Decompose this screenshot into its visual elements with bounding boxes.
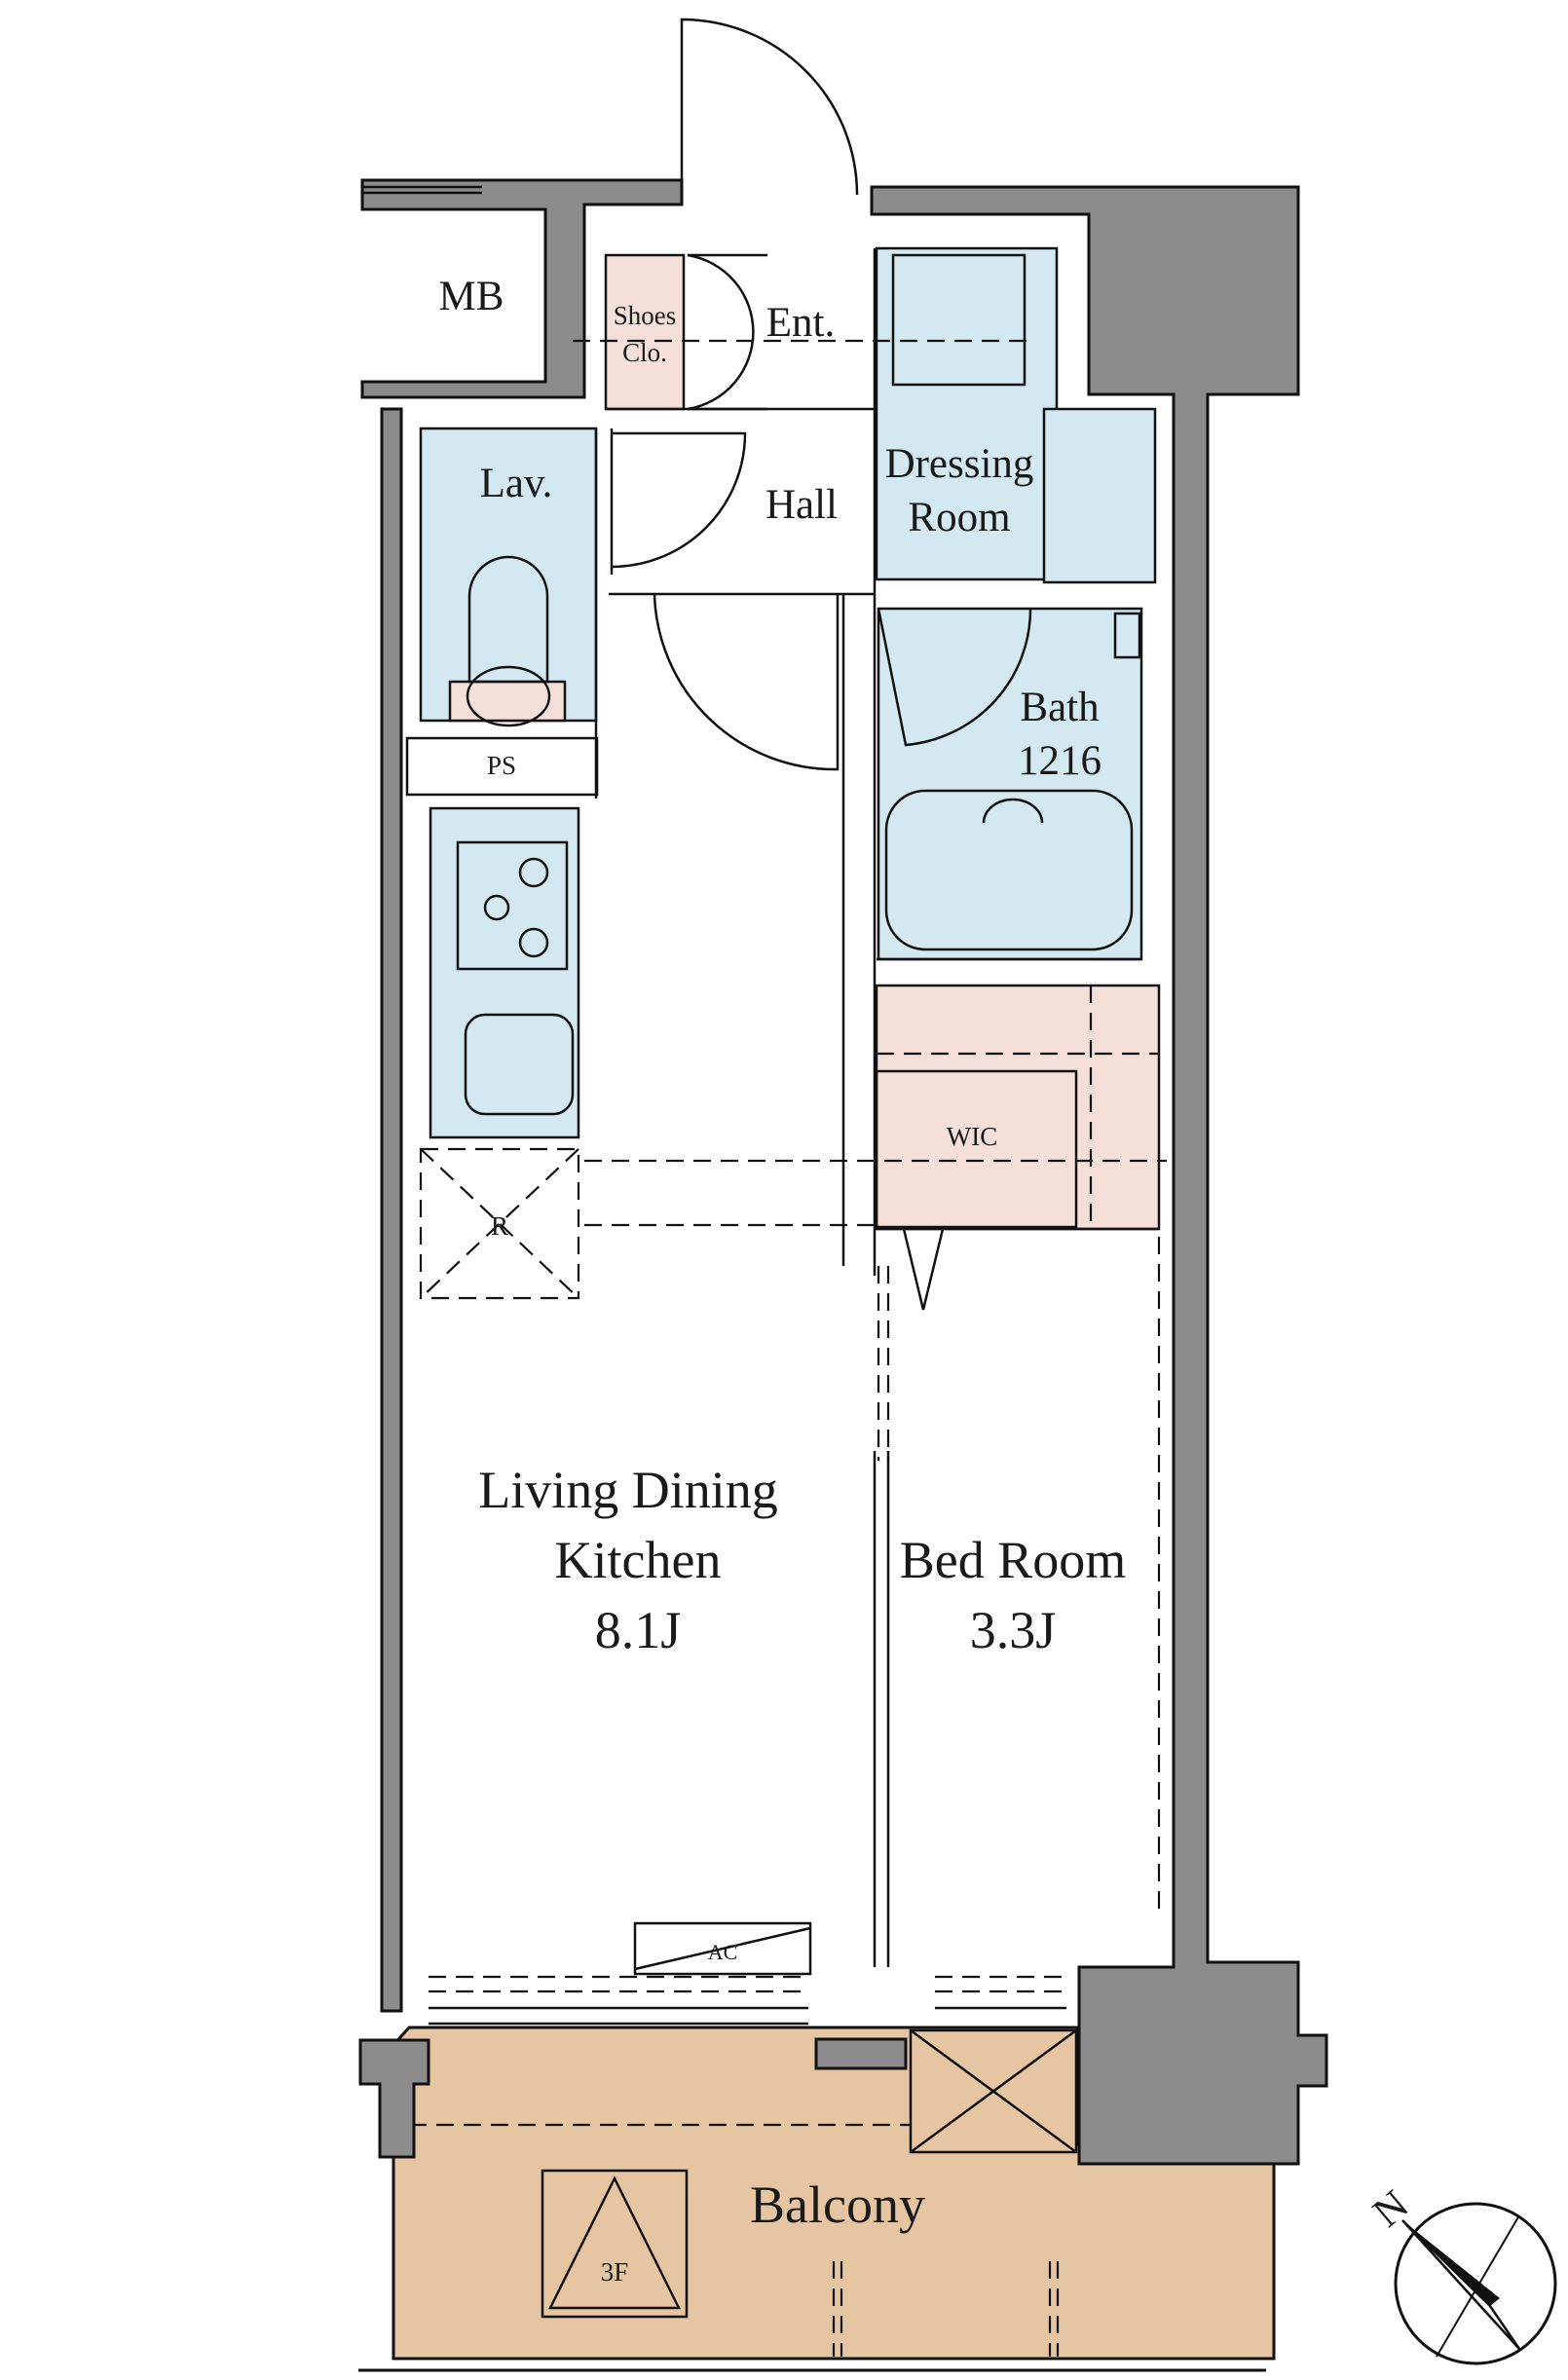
shoes-closet-label: Shoes <box>614 301 677 330</box>
bathtub-icon <box>884 612 1141 951</box>
kitchen-counter <box>429 806 580 1139</box>
ldk-label: Living Dining <box>478 1461 778 1519</box>
dressing-wardrobe <box>1042 407 1157 584</box>
lavatory-label: Lav. <box>480 461 553 506</box>
outdoor-unit-frame <box>909 2028 1078 2154</box>
wic-shelf <box>875 1069 1078 1229</box>
door-swing-icon <box>902 1228 945 1311</box>
refrigerator-space <box>419 1147 580 1300</box>
balcony-beam <box>814 2037 908 2070</box>
stove-burner-icon <box>456 840 569 971</box>
air-conditioner-label: AC <box>708 1940 738 1964</box>
pipe-space-box <box>405 736 599 797</box>
bed-room-label: Bed Room <box>900 1531 1127 1589</box>
right-column-wall <box>870 185 1328 2166</box>
dressing-room-fill <box>875 246 1059 581</box>
air-conditioner <box>633 1921 812 1976</box>
bath-label: Bath <box>1020 685 1099 730</box>
entrance-label: Ent. <box>766 300 835 346</box>
shoes-closet-label-2: Clo. <box>622 338 667 367</box>
dressing-shelf <box>891 253 1027 387</box>
shoes-closet <box>604 253 686 411</box>
pipe-space-label: PS <box>487 751 516 780</box>
wic-fill <box>875 984 1161 1231</box>
floor-marker-label: 3F <box>601 2257 629 2287</box>
dressing-room-label-2: Room <box>908 495 1010 540</box>
top-wall <box>360 178 684 399</box>
bed-room-size-label: 3.3J <box>970 1601 1057 1659</box>
sink-icon <box>464 1013 575 1116</box>
outdoor-unit-cross <box>910 2028 1077 2154</box>
left-wall-base <box>358 2038 430 2159</box>
door-swing-icon <box>680 18 859 196</box>
bath-size-label: 1216 <box>1018 738 1101 784</box>
balcony-label: Balcony <box>750 2175 925 2234</box>
balcony-window <box>429 1975 1066 2026</box>
refrigerator-label: R <box>491 1211 508 1241</box>
dressing-room-label: Dressing <box>885 441 1034 487</box>
door-swing-icon <box>877 608 1032 747</box>
door-swing-icon <box>687 253 755 411</box>
door-swing-icon <box>653 593 840 771</box>
toilet-icon <box>448 555 567 727</box>
bath-fill <box>877 607 1143 961</box>
door-swing-icon <box>611 431 747 569</box>
hall-label: Hall <box>765 482 838 528</box>
ldk-size-label: 8.1J <box>595 1601 682 1659</box>
mb-label: MB <box>439 274 504 319</box>
wic-label: WIC <box>947 1122 997 1151</box>
left-wall <box>380 407 403 2013</box>
ldk-label-2: Kitchen <box>555 1531 722 1589</box>
compass-rose-icon <box>1394 2202 1557 2365</box>
hatch-box <box>541 2169 689 2319</box>
hatch-icon <box>547 2175 682 2310</box>
lavatory-fill <box>419 427 598 723</box>
